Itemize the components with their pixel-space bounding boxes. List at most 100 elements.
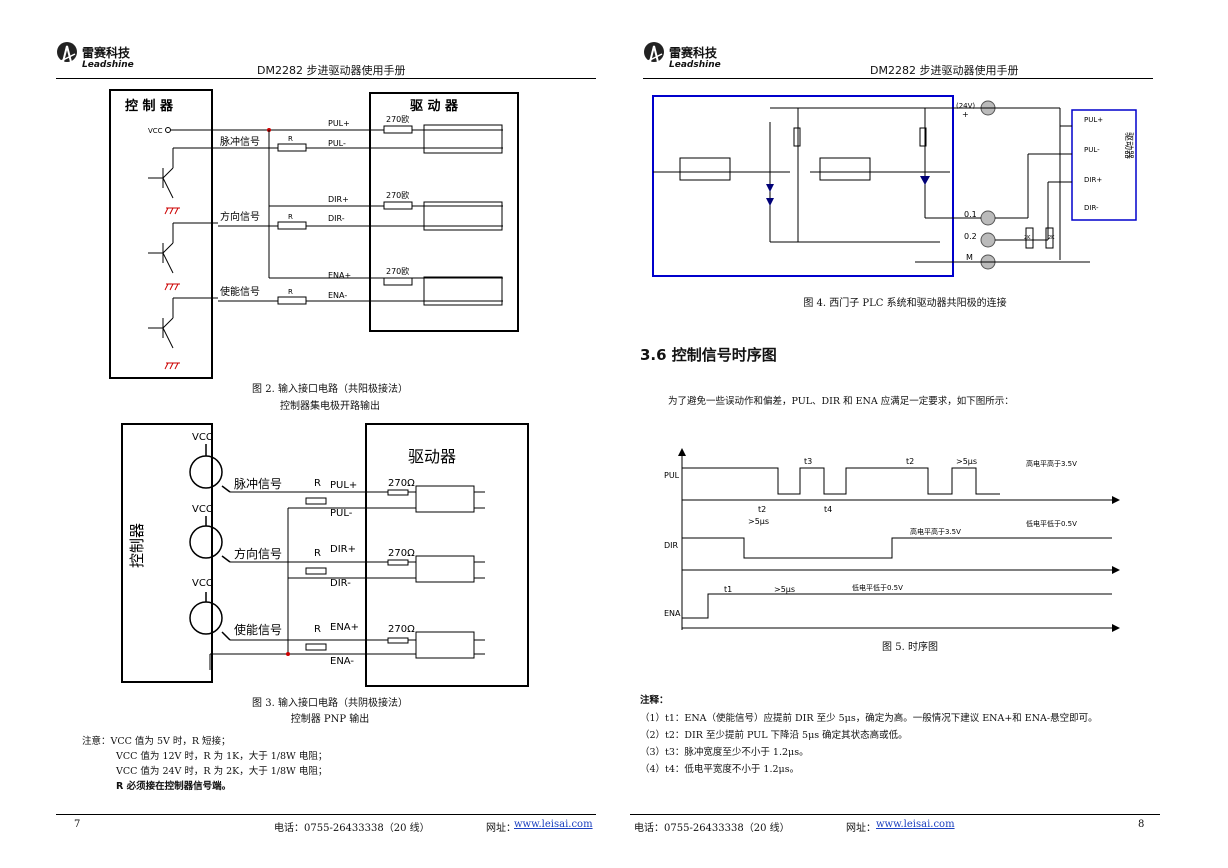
plc-box [652,95,954,277]
fig2-caption-1: 图 2. 输入接口电路（共阳极接法） [252,384,408,395]
svg-text:VCC: VCC [192,504,213,515]
svg-text:270Ω: 270Ω [388,624,415,635]
note-line-1: 注意：VCC 值为 5V 时，R 短接； [82,736,231,747]
svg-text:DIR-: DIR- [328,214,345,223]
controller-box [121,423,213,683]
note-line-3: VCC 值为 24V 时，R 为 2K，大于 1/8W 电阻； [116,766,328,777]
driver-box [1071,109,1137,221]
svg-text:R: R [314,548,321,559]
remark-4: （4）t4：低电平宽度不小于 1.2μs。 [640,764,800,775]
logo-cn: 雷赛科技 [669,46,718,60]
svg-text:R: R [314,624,321,635]
svg-text:PUL-: PUL- [328,139,346,148]
svg-text:0.1: 0.1 [964,210,977,219]
remark-1: （1）t1：ENA（使能信号）应提前 DIR 至少 5μs，确定为高。一般情况下… [640,713,1098,724]
svg-text:t2: t2 [758,505,766,514]
header-left: 雷赛科技 Leadshine DM2282 步进驱动器使用手册 [56,40,596,77]
svg-text:t4: t4 [824,505,832,514]
header-title: DM2282 步进驱动器使用手册 [870,64,1019,77]
svg-text:t1: t1 [724,585,732,594]
driver-label: 驱 动 器 [410,99,459,114]
footer-web-link[interactable]: www.leisai.com [514,819,593,830]
svg-text:270Ω: 270Ω [388,478,415,489]
footer-rule-right [630,814,1160,815]
svg-text:PUL+: PUL+ [328,119,350,128]
svg-text:270欧: 270欧 [386,114,409,124]
leadshine-logo-icon [57,42,77,71]
svg-text:M: M [966,253,973,262]
svg-text:DIR+: DIR+ [1084,176,1102,184]
header-right: 雷赛科技 Leadshine DM2282 步进驱动器使用手册 [643,40,1153,77]
svg-text:ENA-: ENA- [328,291,347,300]
channel-ena: 使能信号 R 270欧 ENA+ ENA- [173,266,503,306]
svg-text:PUL+: PUL+ [1084,116,1103,124]
fig5-caption: 图 5. 时序图 [882,642,938,653]
footer-web-link[interactable]: www.leisai.com [876,819,955,830]
svg-text:R: R [314,478,321,489]
section-title: 3.6 控制信号时序图 [640,346,777,364]
svg-text:DIR-: DIR- [1084,204,1099,212]
svg-text:ENA+: ENA+ [330,622,359,633]
svg-text:270欧: 270欧 [386,190,409,200]
svg-text:(24V): (24V) [956,102,975,110]
svg-text:高电平高于3.5V: 高电平高于3.5V [910,527,961,536]
svg-text:>5μs: >5μs [774,585,795,594]
fig2-caption-2: 控制器集电极开路输出 [280,401,380,412]
fig4-caption: 图 4. 西门子 PLC 系统和驱动器共阳极的连接 [803,298,1007,309]
svg-text:高电平高于3.5V: 高电平高于3.5V [1026,459,1077,468]
footer-web-label: 网址： [486,823,516,834]
header-title: DM2282 步进驱动器使用手册 [257,64,406,77]
svg-text:>5μs: >5μs [748,517,769,526]
logo-en: Leadshine [82,60,134,70]
logo-cn: 雷赛科技 [82,46,131,60]
channel-pul: 脉冲信号 R 270欧 PUL+ PUL- [172,114,503,168]
svg-text:脉冲信号: 脉冲信号 [234,476,282,491]
channel-dir: 方向信号 R 270欧 DIR+ DIR- [173,190,503,231]
svg-text:R: R [288,288,293,296]
svg-text:270欧: 270欧 [386,266,409,276]
svg-text:方向信号: 方向信号 [220,210,260,223]
signal-ena: ENA [664,609,681,618]
svg-text:ENA+: ENA+ [328,271,351,280]
driver-box [369,92,519,332]
svg-text:方向信号: 方向信号 [234,546,282,561]
driver-label: 驱动器 [408,447,456,466]
remark-2: （2）t2：DIR 至少提前 PUL 下降沿 5μs 确定其状态高或低。 [640,730,908,741]
page-number-right: 8 [1138,819,1145,830]
note-line-2: VCC 值为 12V 时，R 为 1K，大于 1/8W 电阻； [116,751,328,762]
footer-web-label: 网址： [846,823,876,834]
svg-text:PUL-: PUL- [330,508,353,519]
fig3-caption-1: 图 3. 输入接口电路（共阴极接法） [252,698,408,709]
controller-label: 控制器 [128,523,146,568]
footer-rule-left [56,814,596,815]
remarks-title: 注释： [640,695,669,706]
svg-text:R: R [288,213,293,221]
svg-text:+: + [962,110,969,119]
note-line-4: R 必须接在控制器信号端。 [116,781,232,792]
footer-phone: 电话：0755-26433338（20 线） [274,823,430,834]
figure-3-circuit: 控制器 驱动器 VCC VCC VCC 脉冲信号 方向信号 使能信号 R R R… [121,423,529,687]
svg-text:R: R [288,135,293,143]
svg-text:>5μs: >5μs [956,457,977,466]
controller-box [109,89,213,379]
driver-label: 驱动器 [1123,132,1134,159]
svg-text:t2: t2 [906,457,914,466]
vcc-label: VCC [148,127,163,135]
svg-text:VCC: VCC [192,578,213,589]
page-number-left: 7 [74,819,81,830]
section-intro: 为了避免一些误动作和偏差，PUL、DIR 和 ENA 应满足一定要求，如下图所示… [668,396,1014,407]
driver-box [365,423,529,687]
svg-text:2K: 2K [1024,235,1031,241]
svg-text:DIR-: DIR- [330,578,351,589]
logo-en: Leadshine [669,60,721,70]
signal-pul: PUL [664,471,680,480]
svg-text:低电平低于0.5V: 低电平低于0.5V [1026,519,1077,528]
signal-label: 脉冲信号 [220,135,260,148]
signal-dir: DIR [664,541,679,550]
leadshine-logo-icon [644,42,664,71]
svg-text:低电平低于0.5V: 低电平低于0.5V [852,583,903,592]
svg-text:PUL-: PUL- [1084,146,1100,154]
svg-text:使能信号: 使能信号 [234,622,282,637]
svg-text:ENA-: ENA- [330,656,354,667]
svg-text:t3: t3 [804,457,812,466]
